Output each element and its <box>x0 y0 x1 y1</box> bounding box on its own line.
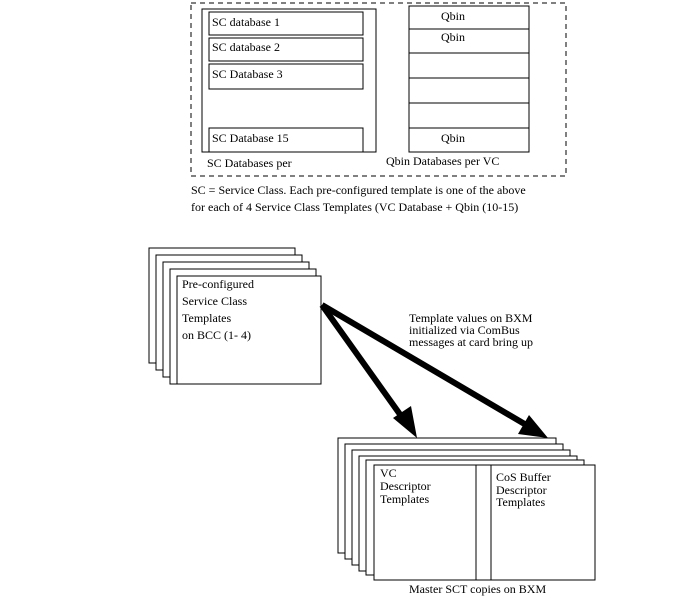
arrow-head-cos <box>518 415 548 438</box>
qbin-databases-caption: Qbin Databases per VC <box>386 154 499 168</box>
bcc-template-stack <box>148 247 322 385</box>
arrow-head-vc <box>393 406 417 438</box>
top-dashed-frame <box>190 2 567 177</box>
annotation-line-1: Template values on BXM <box>409 311 533 325</box>
vc-label-line-3: Templates <box>380 492 429 506</box>
sc-database-box-15: SC Database 15 <box>208 127 364 153</box>
bcc-label-line-1: Pre-configured <box>182 277 254 291</box>
qbin-row-label: Qbin <box>441 131 465 145</box>
bcc-label-line-3: Templates <box>182 311 231 325</box>
bxm-template-stack <box>337 437 596 581</box>
service-class-note-line-2: for each of 4 Service Class Templates (V… <box>191 200 518 214</box>
bcc-template-front-card <box>176 275 322 385</box>
bxm-caption: Master SCT copies on BXM <box>409 582 546 596</box>
arrow-to-cos-templates <box>320 302 530 429</box>
sc-database-box-1: SC database 1 <box>208 11 364 36</box>
bxm-template-front-card <box>373 464 596 581</box>
bcc-label-line-2: Service Class <box>182 294 247 308</box>
cos-label-line-3: Templates <box>496 495 545 509</box>
arrow-to-vc-templates <box>319 303 407 422</box>
cos-label-line-1: CoS Buffer <box>496 470 551 484</box>
qbin-row-label: Qbin <box>441 9 465 23</box>
sc-database-label: SC database 2 <box>212 40 280 54</box>
service-class-note-line-1: SC = Service Class. Each pre-configured … <box>191 183 526 197</box>
vc-label-line-1: VC <box>380 466 397 480</box>
vc-label-line-2: Descriptor <box>380 479 431 493</box>
cos-label-line-2: Descriptor <box>496 483 547 497</box>
bcc-label-line-4: on BCC (1- 4) <box>182 328 251 342</box>
qbin-table <box>408 5 530 153</box>
qbin-row-label: Qbin <box>441 30 465 44</box>
sc-database-label: SC Database 3 <box>212 67 283 81</box>
sc-database-box-2: SC database 2 <box>208 37 364 62</box>
sc-databases-caption: SC Databases per <box>207 156 292 170</box>
sc-database-label: SC Database 15 <box>212 131 289 145</box>
annotation-line-2: initialized via ComBus <box>409 323 520 337</box>
annotation-line-3: messages at card bring up <box>409 335 533 349</box>
sc-database-label: SC database 1 <box>212 15 280 29</box>
sc-database-box-3: SC Database 3 <box>208 63 364 90</box>
